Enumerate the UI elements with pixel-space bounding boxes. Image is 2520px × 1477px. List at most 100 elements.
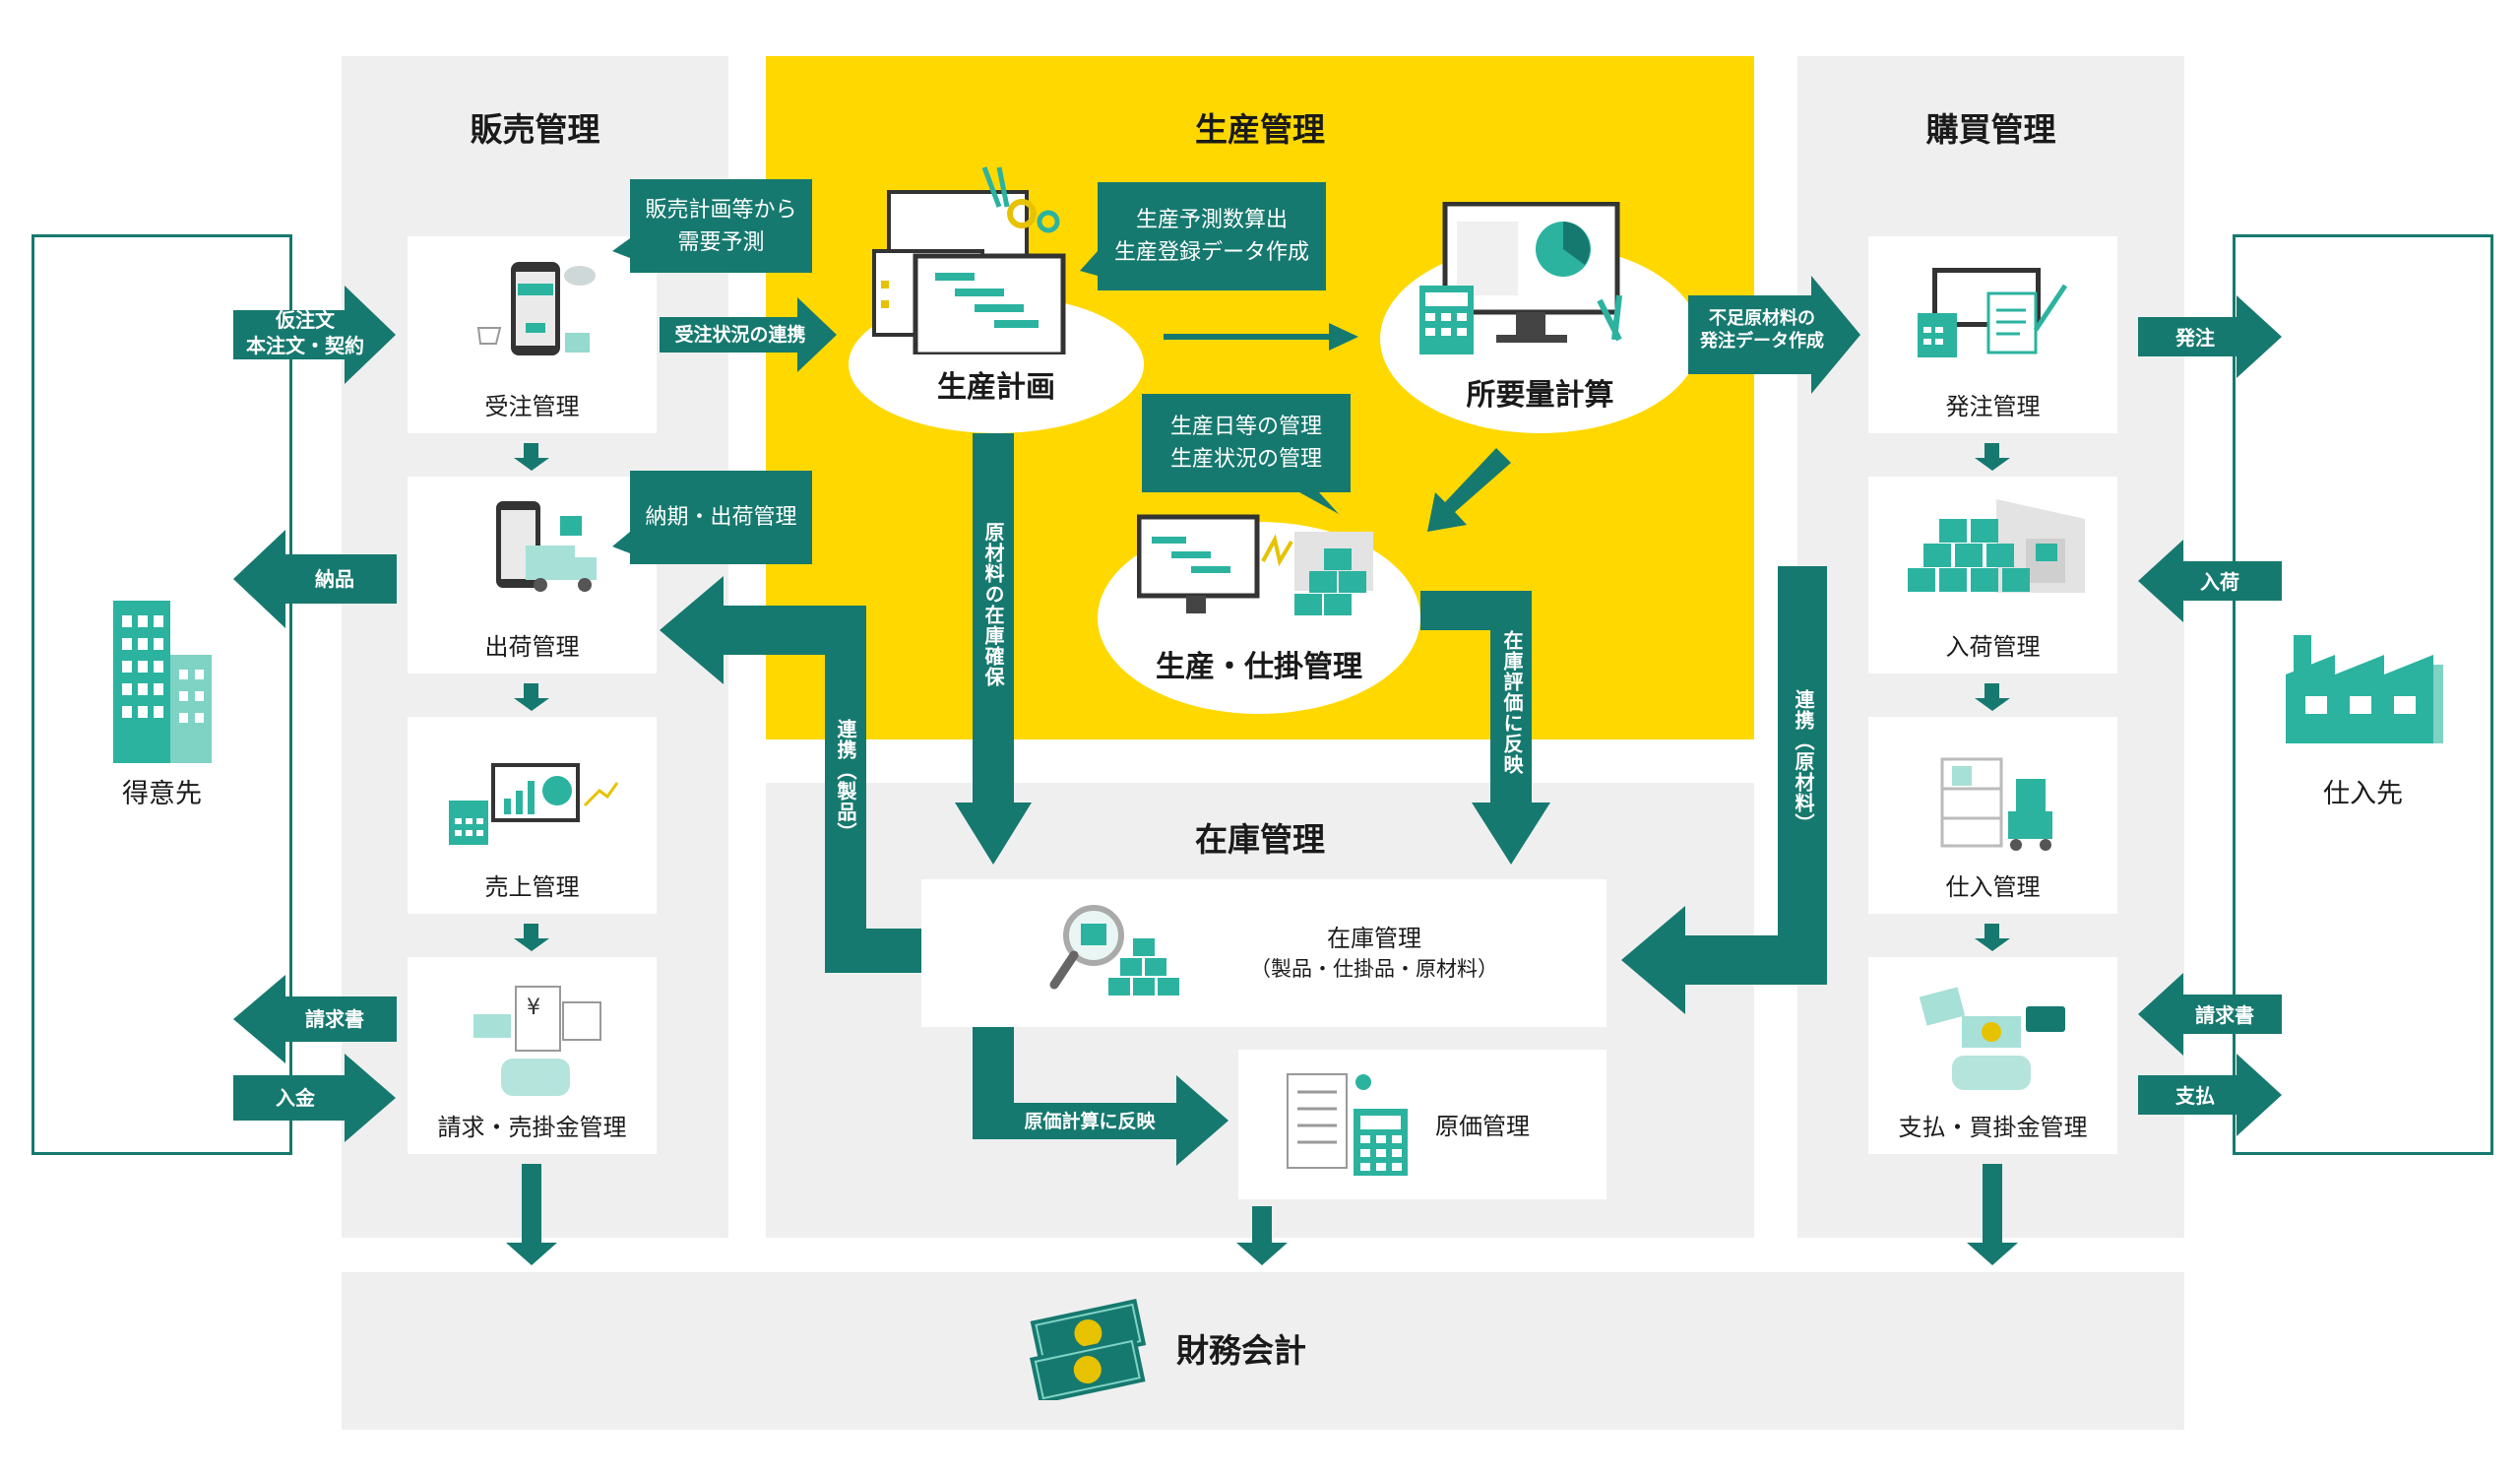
pay-out-arrow (2138, 1054, 2282, 1136)
sales-to-finance (506, 1164, 557, 1265)
prod-manage-line1: 生産日等の管理 (1169, 415, 1322, 439)
inventory-eval-arrow (1420, 591, 1550, 865)
shelf-cart-icon (1940, 757, 2052, 851)
order-in-line1: 仮注文 (276, 308, 335, 332)
purchase-order-label: 発注管理 (1945, 393, 2041, 420)
inventory-title: 在庫管理 (1195, 820, 1325, 859)
production-plan-label: 生産計画 (937, 370, 1055, 405)
callout-tail-prod (1080, 251, 1098, 276)
mrp-label: 所要量計算 (1466, 378, 1614, 413)
sales-chart-icon (449, 763, 619, 845)
order-in-arrow (233, 286, 396, 384)
sales-down-1 (514, 443, 549, 471)
cost-calc-icon (1287, 1073, 1408, 1176)
receiving-label: 入荷管理 (1945, 633, 2041, 661)
invoice-out-arrow (233, 975, 397, 1063)
wip-label: 生産・仕掛管理 (1156, 650, 1362, 684)
prod-manage-line2: 生産状況の管理 (1169, 447, 1322, 472)
po-out-arrow (2138, 295, 2282, 378)
material-secure-text: 原材料の在庫確保 (981, 522, 1005, 687)
cost-reflect-text: 原価計算に反映 (1024, 1111, 1156, 1132)
billing-card: ¥ 請求・売掛金管理 (408, 957, 657, 1154)
sales-forecast-line1: 販売計画等から (645, 197, 797, 223)
purchase-down-1 (1975, 443, 2010, 471)
callout-tail-manage (1299, 492, 1339, 514)
payment-card: 支払・買掛金管理 (1868, 957, 2117, 1154)
mrp-to-wip-arrow (1427, 448, 1511, 532)
billing-label: 請求・売掛金管理 (437, 1114, 627, 1141)
link-products-arrow (660, 576, 921, 973)
payment-in-text: 入金 (276, 1086, 315, 1110)
shortage-arrow (1688, 276, 1860, 394)
prod-manage-callout: 生産日等の管理 生産状況の管理 (1142, 394, 1351, 492)
purchase-card: 仕入管理 (1868, 717, 2117, 914)
order-status-arrow (660, 297, 837, 372)
purchasing-title: 購買管理 (1925, 110, 2056, 149)
finance-title: 財務会計 (1176, 1331, 1306, 1370)
finance-section (342, 1272, 2184, 1430)
po-out-text: 発注 (2175, 326, 2215, 350)
banknote-icon (1030, 1299, 1147, 1400)
order-status-text: 受注状況の連携 (674, 324, 806, 346)
factory-icon (2286, 635, 2443, 743)
receiving-card: 入荷管理 (1868, 477, 2117, 674)
stock-subtitle: （製品・仕掛品・原材料） (1250, 957, 1498, 981)
callout-tail-delivery (612, 532, 630, 553)
shortage-line2: 発注データ作成 (1700, 331, 1824, 353)
sales-down-2 (514, 683, 549, 711)
delivery-callout: 納期・出荷管理 (630, 471, 812, 564)
mrp-monitor-icon (1419, 202, 1622, 354)
purchase-down-2 (1975, 683, 2010, 711)
payment-in-arrow (233, 1054, 396, 1142)
order-in-text: 仮注文 本注文・契約 (236, 307, 374, 358)
supplier-invoice-text: 請求書 (2195, 1003, 2254, 1027)
supplier-invoice-arrow (2138, 973, 2282, 1056)
delivery-line: 納期・出荷管理 (645, 505, 797, 530)
callout-tail-sales (612, 238, 630, 258)
svg-text:¥: ¥ (527, 995, 540, 1020)
sales-forecast-line2: 需要予測 (677, 229, 765, 255)
supplier-label: 仕入先 (2323, 779, 2403, 809)
prod-forecast-line1: 生産予測数算出 (1135, 208, 1288, 232)
sales-down-3 (514, 924, 549, 951)
customer-label: 得意先 (122, 779, 202, 809)
building-icon (108, 601, 217, 763)
shortage-line1: 不足原材料の (1709, 308, 1815, 329)
link-materials-arrow (1621, 566, 1868, 1014)
sales-forecast-callout: 販売計画等から 需要予測 (630, 179, 812, 273)
link-products-text: 連携（製品） (834, 719, 857, 843)
payment-label: 支払・買掛金管理 (1898, 1114, 2088, 1141)
sales-record-card: 売上管理 (408, 717, 657, 914)
order-card: 受注管理 (408, 236, 657, 433)
plan-to-mrp-arrow (1164, 323, 1358, 351)
delivery-out-arrow (233, 530, 397, 628)
cost-reflect-arrow (973, 1027, 1228, 1166)
inventory-to-finance (1236, 1206, 1288, 1265)
sales-title: 販売管理 (470, 110, 600, 149)
cost-card: 原価管理 (1238, 1050, 1606, 1199)
stock-search-icon (1049, 905, 1179, 995)
pay-out-text: 支払 (2175, 1084, 2215, 1108)
receiving-in-arrow (2138, 540, 2282, 622)
payment-card-icon (1919, 987, 2065, 1090)
order-label: 受注管理 (484, 393, 580, 420)
invoice-out-text: 請求書 (305, 1007, 364, 1031)
stock-title: 在庫管理 (1327, 925, 1421, 952)
shipping-card: 出荷管理 (408, 477, 657, 674)
purchase-order-card: 発注管理 (1868, 236, 2117, 433)
factory-monitor-icon (1137, 514, 1373, 615)
smartphone-shop-icon (476, 262, 596, 355)
material-secure-arrow (955, 433, 1032, 865)
sales-record-label: 売上管理 (484, 873, 580, 901)
purchase-down-3 (1975, 924, 2010, 951)
invoice-yen-icon: ¥ (473, 986, 601, 1096)
inventory-eval-text: 在庫評価に反映 (1500, 630, 1524, 775)
production-title: 生産管理 (1195, 110, 1325, 149)
purchase-order-icon (1918, 268, 2068, 357)
stock-card: 在庫管理 （製品・仕掛品・原材料） (921, 879, 1606, 1027)
receiving-in-text: 入荷 (2200, 570, 2239, 594)
purchase-label: 仕入管理 (1945, 873, 2041, 901)
shortage-text: 不足原材料の 発注データ作成 (1688, 307, 1836, 353)
prod-forecast-callout: 生産予測数算出 生産登録データ作成 (1098, 182, 1326, 290)
